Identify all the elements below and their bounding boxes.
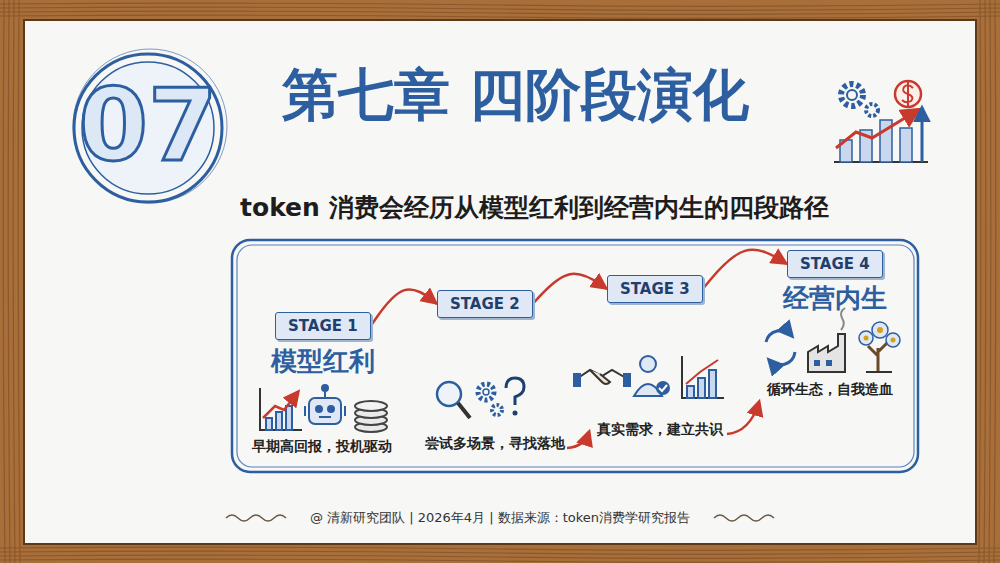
stage-frame-inner bbox=[237, 245, 914, 467]
growth-icon bbox=[834, 81, 928, 162]
stage-box: STAGE 3真实需求，建立共识 bbox=[607, 275, 703, 303]
chapter-title: 第七章 四阶段演化 bbox=[282, 60, 750, 130]
stage-label: STAGE 2 bbox=[450, 295, 520, 313]
stage-box: STAGE 4经营内生循环生态，自我造血 bbox=[787, 250, 883, 278]
stage-description: 尝试多场景，寻找落地 bbox=[425, 434, 565, 452]
stage-heading: 经营内生 bbox=[783, 283, 887, 313]
stage-description: 真实需求，建立共识 bbox=[597, 420, 723, 438]
stage3-icons bbox=[574, 356, 724, 398]
subtitle: token 消费会经历从模型红利到经营内生的四段路径 bbox=[240, 192, 829, 224]
stage-arrow bbox=[533, 274, 607, 304]
stage-label: STAGE 4 bbox=[800, 255, 870, 273]
chapter-number: 07 bbox=[78, 76, 217, 176]
stage1-icons bbox=[260, 385, 387, 432]
stage-arrow bbox=[703, 250, 787, 289]
stage-box: STAGE 1模型红利早期高回报，投机驱动 bbox=[275, 312, 371, 340]
footer-scribble bbox=[226, 515, 286, 521]
stage-heading: 模型红利 bbox=[271, 346, 375, 376]
flow-arrow bbox=[727, 402, 759, 434]
whiteboard bbox=[24, 20, 976, 544]
number-circle bbox=[74, 54, 222, 202]
stage4-icons bbox=[766, 308, 900, 372]
stage-arrow bbox=[371, 289, 437, 326]
stage-description: 早期高回报，投机驱动 bbox=[252, 437, 392, 455]
stage2-icons bbox=[437, 378, 524, 418]
source-caption: @ 清新研究团队 | 2026年4月 | 数据来源：token消费学研究报告 bbox=[310, 509, 690, 527]
stage-description: 循环生态，自我造血 bbox=[767, 380, 893, 398]
stage-box: STAGE 2尝试多场景，寻找落地 bbox=[437, 290, 533, 318]
stage-frame bbox=[232, 240, 918, 472]
stage-label: STAGE 3 bbox=[620, 280, 690, 298]
flow-arrow bbox=[567, 432, 589, 448]
footer-scribble bbox=[714, 515, 774, 521]
sketch-circle bbox=[73, 49, 227, 203]
stage-label: STAGE 1 bbox=[288, 317, 358, 335]
